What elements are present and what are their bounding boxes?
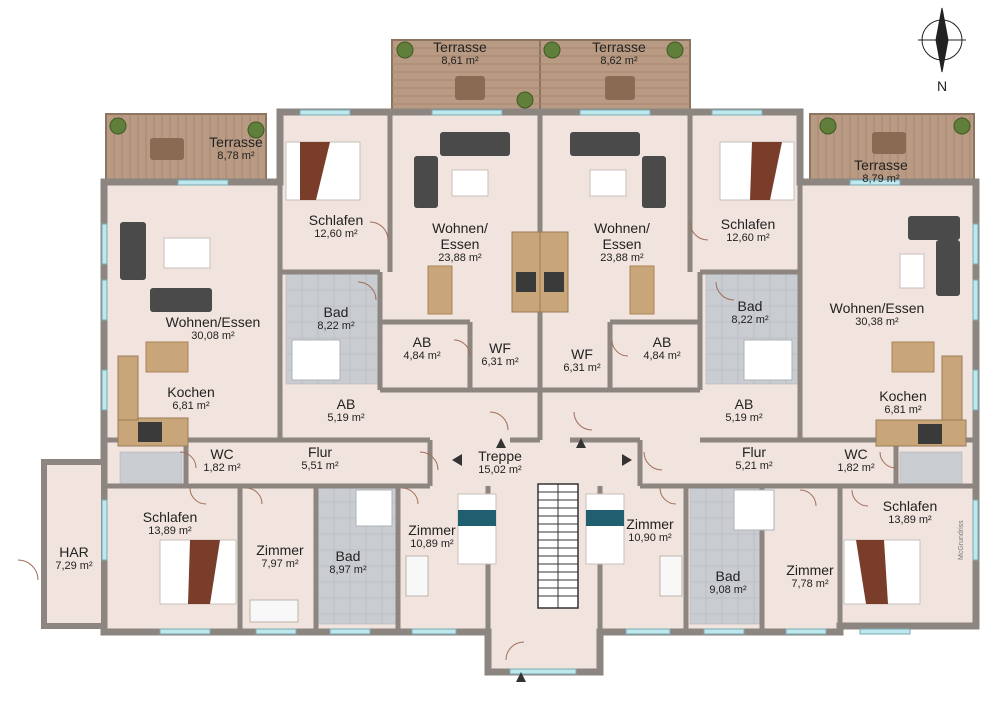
label-schlafen-se: Schlafen 13,89 m² [882, 498, 938, 527]
label-bad-nw: Bad 8,22 m² [317, 304, 355, 333]
label-schlafen-nw: Schlafen 12,60 m² [308, 212, 364, 241]
label-terrasse-top-right: Terrasse 8,62 m² [592, 39, 646, 68]
label-zimmer-sl: Zimmer 10,89 m² [408, 522, 456, 551]
label-wf-nw: WF 6,31 m² [481, 340, 519, 369]
label-terrasse-right: Terrasse 8,79 m² [854, 157, 908, 186]
label-ab-nw: AB 4,84 m² [403, 334, 441, 363]
label-bad-sw: Bad 8,97 m² [329, 548, 367, 577]
label-flur-w: Flur 5,51 m² [301, 444, 339, 473]
stairs [452, 438, 632, 682]
label-treppe: Treppe 15,02 m² [478, 448, 522, 477]
doors [17, 221, 897, 661]
label-ab-e: AB 5,19 m² [725, 396, 763, 425]
label-zimmer-sr: Zimmer 10,90 m² [626, 516, 674, 545]
interior-walls [104, 112, 976, 632]
label-wohnen-essen-nr: Wohnen/ Essen 23,88 m² [594, 220, 650, 265]
compass-label: N [937, 78, 948, 94]
label-bad-ne: Bad 8,22 m² [731, 298, 769, 327]
label-schlafen-sw: Schlafen 13,89 m² [142, 509, 198, 538]
label-kochen-e: Kochen 6,81 m² [879, 388, 927, 417]
label-ab-w: AB 5,19 m² [327, 396, 365, 425]
label-har: HAR 7,29 m² [55, 544, 93, 573]
label-terrasse-left: Terrasse 8,78 m² [209, 134, 263, 163]
furniture [117, 132, 967, 623]
label-bad-se: Bad 9,08 m² [709, 568, 747, 597]
terraces [105, 39, 975, 502]
label-kochen-w: Kochen 6,81 m² [167, 384, 215, 413]
label-wc-e: WC 1,82 m² [837, 446, 875, 475]
credit-text: McGrundriss [958, 520, 965, 560]
label-wc-w: WC 1,82 m² [203, 446, 241, 475]
label-terrasse-top-left: Terrasse 8,61 m² [433, 39, 487, 68]
label-ab-ne: AB 4,84 m² [643, 334, 681, 363]
label-wf-ne: WF 6,31 m² [563, 346, 601, 375]
windows [101, 109, 979, 675]
label-schlafen-ne: Schlafen 12,60 m² [720, 216, 776, 245]
label-flur-e: Flur 5,21 m² [735, 444, 773, 473]
label-wohnen-essen-e: Wohnen/Essen 30,38 m² [829, 300, 925, 329]
label-wohnen-essen-w: Wohnen/Essen 30,08 m² [165, 314, 261, 343]
label-wohnen-essen-nl: Wohnen/ Essen 23,88 m² [432, 220, 488, 265]
label-zimmer-sw: Zimmer 7,97 m² [256, 542, 304, 571]
label-zimmer-se: Zimmer 7,78 m² [786, 562, 834, 591]
north-arrow-icon [918, 7, 966, 73]
